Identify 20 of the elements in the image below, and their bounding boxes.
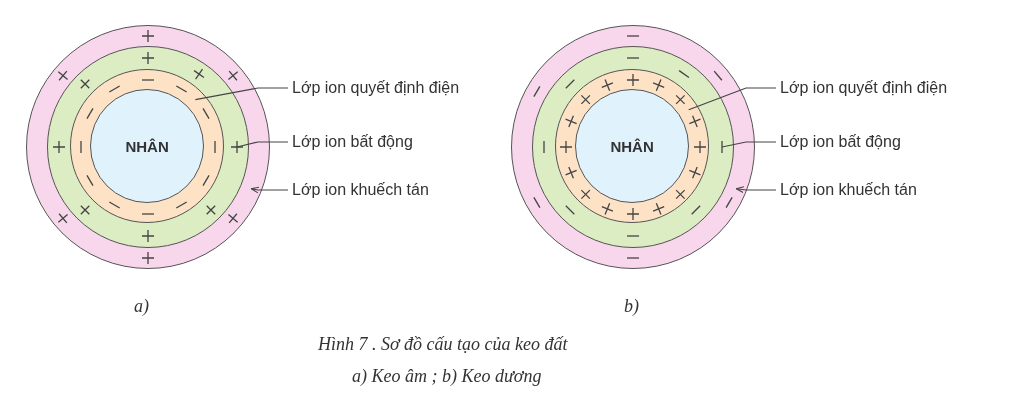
layer-label: Lớp ion quyết định điện bbox=[780, 79, 948, 96]
layer-label: Lớp ion bất động bbox=[780, 133, 901, 150]
leader-line bbox=[688, 87, 777, 111]
layer-label: Lớp ion khuếch tán bbox=[780, 181, 917, 198]
layer-label: Lớp ion khuếch tán bbox=[292, 181, 429, 198]
leader-line bbox=[735, 186, 777, 194]
leader-line bbox=[250, 186, 289, 194]
nucleus-label: NHÂN bbox=[610, 137, 654, 155]
layer-label: Lớp ion quyết định điện bbox=[292, 79, 460, 96]
panel-label: b) bbox=[624, 296, 639, 317]
caption: Hình 7 . Sơ đồ cấu tạo của keo đất bbox=[318, 334, 568, 355]
nucleus-circle bbox=[575, 89, 690, 204]
caption-line: a) Keo âm ; b) Keo dương bbox=[352, 366, 542, 387]
leader-line bbox=[194, 87, 289, 101]
panel-label: a) bbox=[134, 296, 149, 317]
nucleus-label: NHÂN bbox=[125, 137, 169, 155]
leader-line bbox=[721, 141, 777, 148]
leader-line bbox=[236, 141, 289, 148]
layer-label: Lớp ion bất động bbox=[292, 133, 413, 150]
nucleus-circle bbox=[90, 89, 205, 204]
